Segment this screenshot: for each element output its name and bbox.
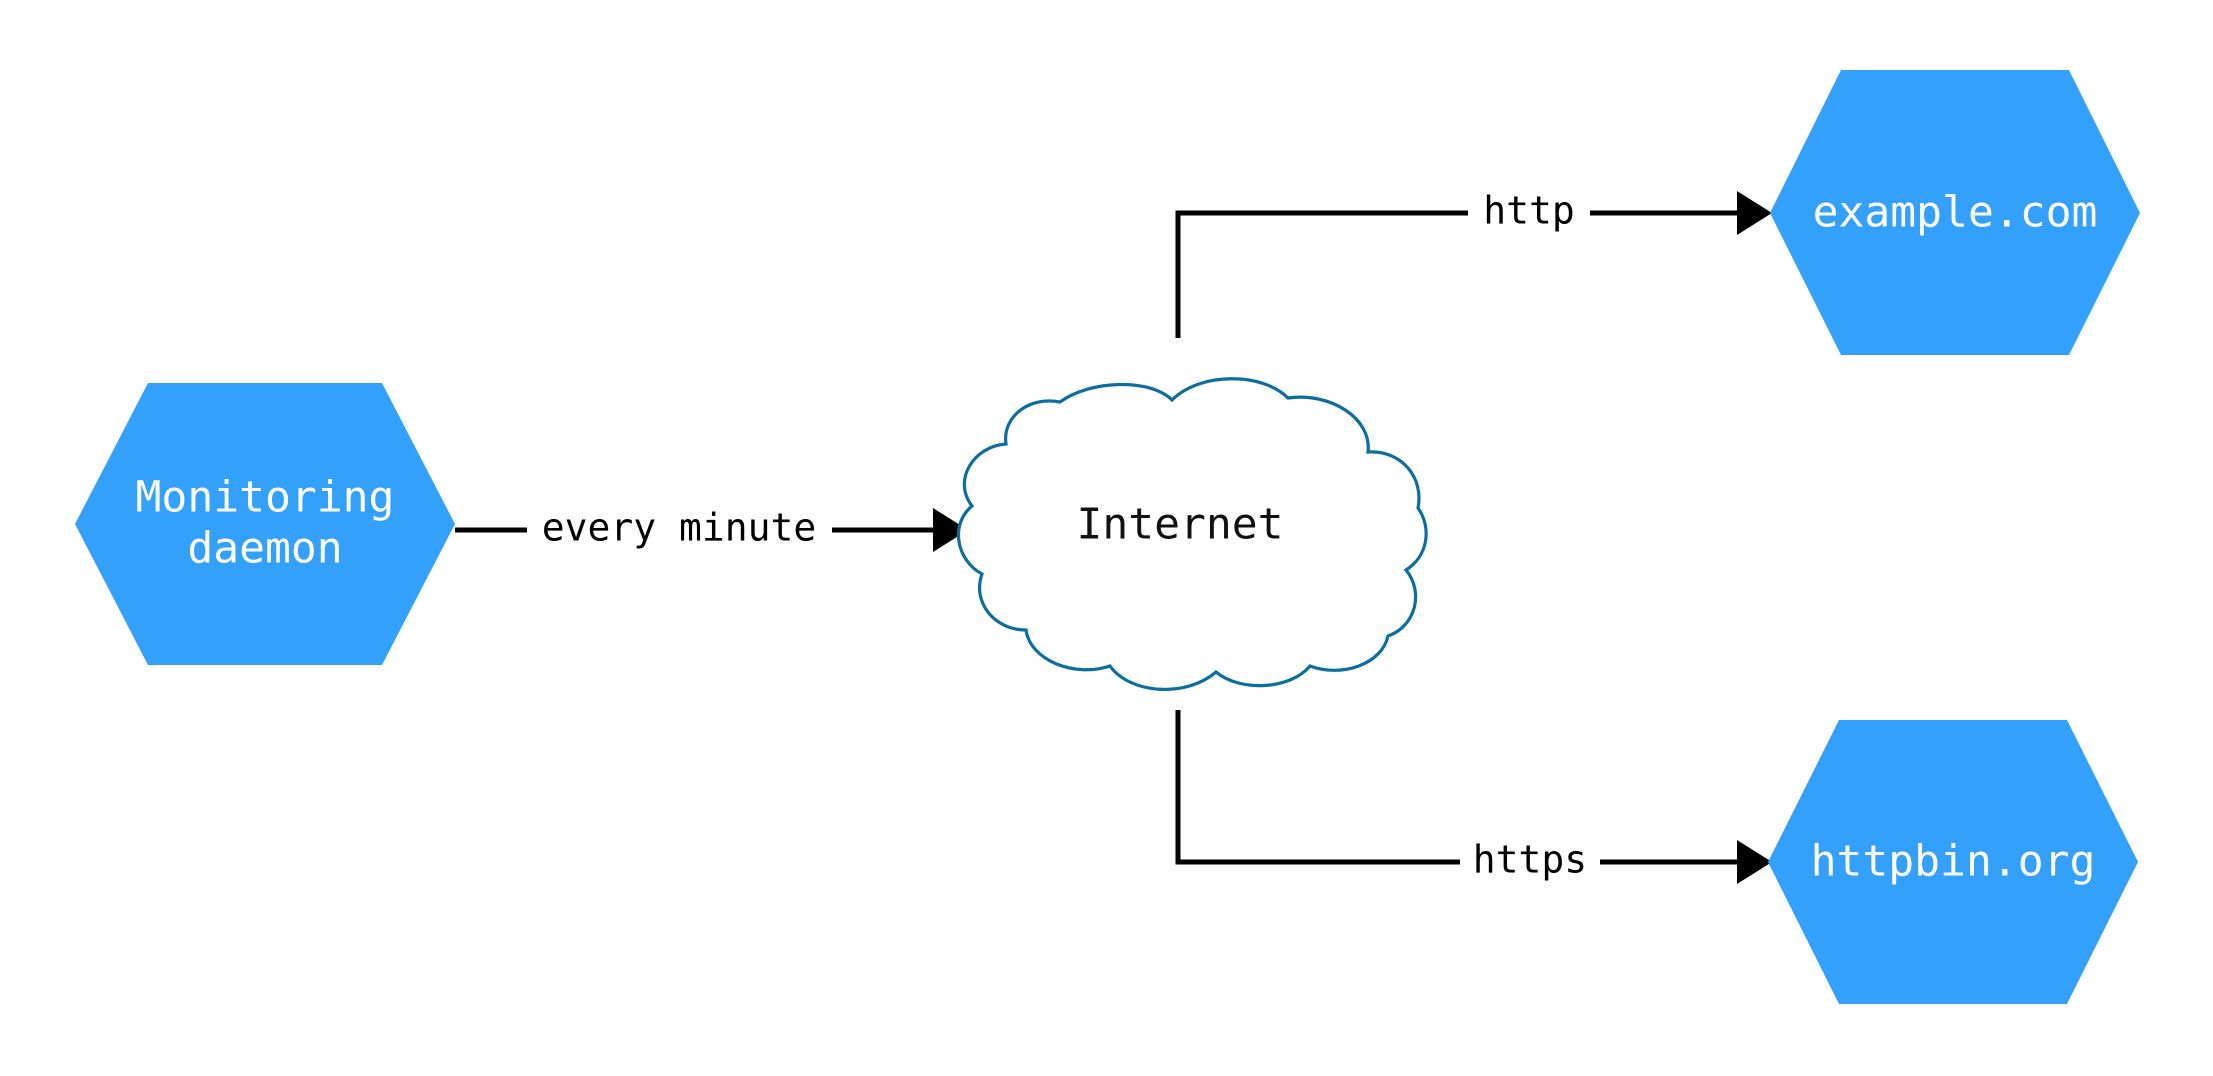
node-monitoring-daemon[interactable]: Monitoring daemon [75, 383, 455, 665]
hexagon-shape-example-com[interactable] [1770, 70, 2140, 355]
edge-internet-to-httpbin: https [1175, 710, 1772, 884]
edge-label-https: https [1473, 838, 1587, 882]
edge-path-http-left [1175, 210, 1468, 338]
node-label-example-com: example.com [1813, 188, 2098, 238]
node-example-com[interactable]: example.com [1770, 70, 2140, 355]
node-label-monitoring-daemon-line1: Monitoring [136, 473, 395, 523]
arrowhead-icon [1737, 191, 1772, 235]
cloud-shape-internet[interactable] [956, 377, 1428, 691]
node-internet[interactable]: Internet [956, 377, 1428, 691]
arrowhead-icon [933, 508, 968, 552]
arrowhead-icon [1737, 840, 1772, 884]
edge-path-https-left [1175, 710, 1460, 865]
edge-label-http: http [1483, 189, 1575, 233]
node-label-monitoring-daemon-line2: daemon [187, 524, 342, 574]
edge-label-every-minute: every minute [542, 506, 817, 550]
node-label-internet: Internet [1076, 500, 1283, 550]
edge-internet-to-example: http [1175, 189, 1772, 338]
hexagon-shape-httpbin-org[interactable] [1768, 720, 2138, 1004]
node-httpbin-org[interactable]: httpbin.org [1768, 720, 2138, 1004]
hexagon-shape-monitoring-daemon[interactable] [75, 383, 455, 665]
node-label-httpbin-org: httpbin.org [1811, 837, 2096, 887]
edge-daemon-to-internet: every minute [455, 506, 968, 552]
